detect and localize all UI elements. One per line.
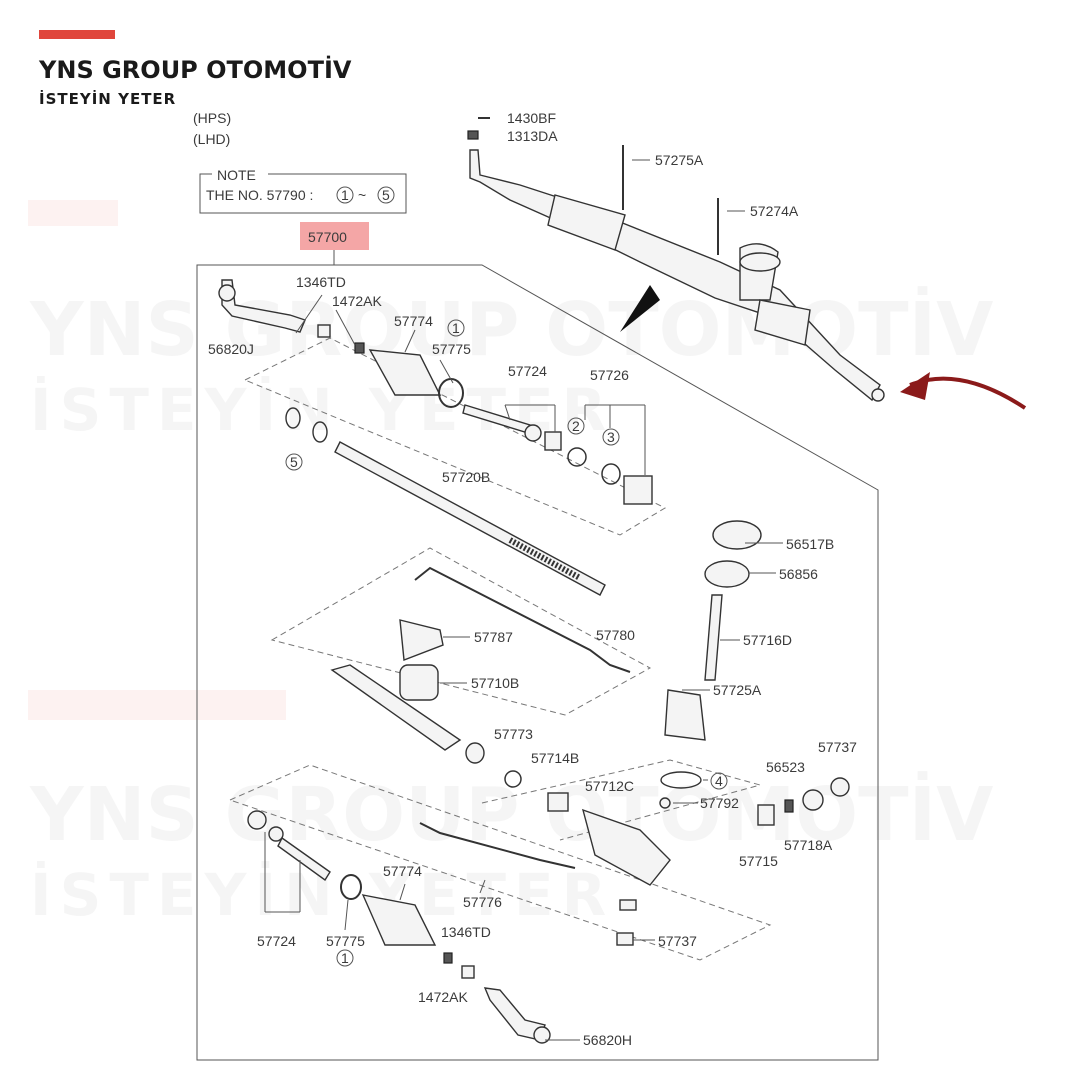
label-57787: 57787: [474, 629, 513, 645]
label-56856: 56856: [779, 566, 818, 582]
label-56517B: 56517B: [786, 536, 834, 552]
exploded-parts: [218, 279, 850, 1044]
label-57724-top: 57724: [508, 363, 547, 379]
assembled-rack: [467, 117, 885, 402]
label-1472AK-bot: 1472AK: [418, 989, 468, 1005]
label-57780: 57780: [596, 627, 635, 643]
label-1346TD-top: 1346TD: [296, 274, 346, 290]
note-title: NOTE: [217, 167, 256, 183]
label-57776: 57776: [463, 894, 502, 910]
dash-group-pipe: [270, 547, 652, 716]
label-57274A: 57274A: [750, 203, 799, 219]
label-57275A: 57275A: [655, 152, 704, 168]
note-box: NOTE THE NO. 57790 : 1 ~ 5: [199, 167, 407, 214]
circle-5: 5: [290, 454, 298, 470]
circle-3: 3: [607, 429, 615, 445]
label-57710B: 57710B: [471, 675, 519, 691]
circle-1-top: 1: [452, 320, 460, 336]
dash-group-lower: [228, 764, 772, 961]
note-circle-from: 1: [341, 187, 349, 203]
label-57737-right: 57737: [818, 739, 857, 755]
main-part-number: 57700: [308, 229, 347, 245]
hps-label: (HPS): [193, 110, 231, 126]
leader-lines: [264, 294, 783, 1041]
label-57724-bot: 57724: [257, 933, 296, 949]
label-57774-bot: 57774: [383, 863, 422, 879]
label-57737-bot: 57737: [658, 933, 697, 949]
label-56820H: 56820H: [583, 1032, 632, 1048]
label-1346TD-bot: 1346TD: [441, 924, 491, 940]
brand-title: YNS GROUP OTOMOTİV: [39, 56, 352, 84]
dash-group-seals: [243, 337, 667, 536]
note-circle-to: 5: [382, 187, 390, 203]
watermark-line-1: YNS GROUP OTOMOTİV: [29, 285, 993, 373]
lhd-label: (LHD): [193, 131, 230, 147]
label-57792: 57792: [700, 795, 739, 811]
label-57716D: 57716D: [743, 632, 792, 648]
label-57775-bot: 57775: [326, 933, 365, 949]
brand-accent-bar: [39, 30, 115, 39]
label-1313DA: 1313DA: [507, 128, 558, 144]
label-57725A: 57725A: [713, 682, 762, 698]
main-part-highlight: [300, 222, 369, 250]
label-56820J: 56820J: [208, 341, 254, 357]
label-57774-top: 57774: [394, 313, 433, 329]
brand-subtitle: İSTEYİN YETER: [39, 90, 177, 108]
circle-2: 2: [572, 418, 580, 434]
label-56523: 56523: [766, 759, 805, 775]
circle-1-bot: 1: [341, 950, 349, 966]
watermark: YNS GROUP OTOMOTİV İSTEYİN YETER YNS GRO…: [28, 200, 993, 720]
label-57773: 57773: [494, 726, 533, 742]
exploded-frame: [196, 264, 879, 1061]
label-57718A: 57718A: [784, 837, 833, 853]
label-57714B: 57714B: [531, 750, 579, 766]
direction-arrow: [620, 285, 660, 332]
label-57715: 57715: [739, 853, 778, 869]
note-sep: ~: [358, 187, 366, 203]
label-57775-top: 57775: [432, 341, 471, 357]
label-1472AK-top: 1472AK: [332, 293, 382, 309]
pointer-arrowhead: [900, 372, 930, 400]
note-text: THE NO. 57790 :: [206, 187, 313, 203]
label-57720B: 57720B: [442, 469, 490, 485]
label-57712C: 57712C: [585, 778, 634, 794]
label-57726: 57726: [590, 367, 629, 383]
label-1430BF: 1430BF: [507, 110, 556, 126]
circle-4: 4: [715, 773, 723, 789]
